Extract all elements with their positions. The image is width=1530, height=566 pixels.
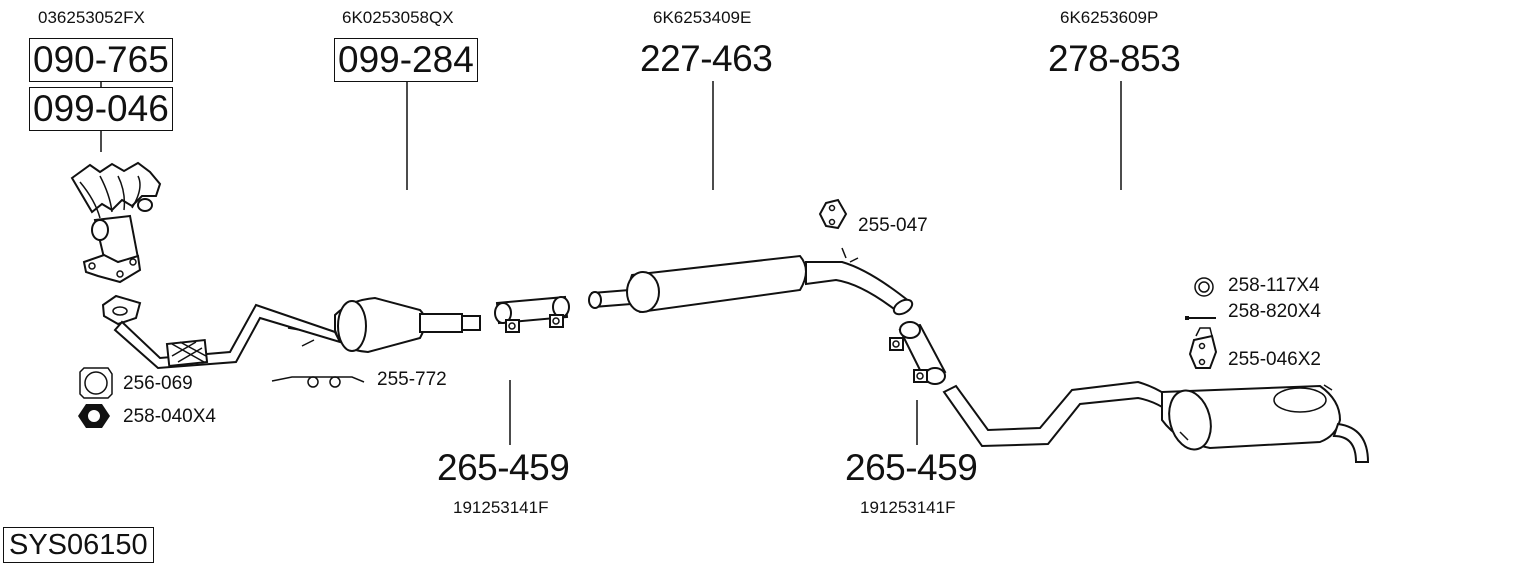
- part-number-link[interactable]: 278-853: [1048, 38, 1181, 79]
- oem-number: 191253141F: [453, 498, 549, 517]
- exhaust-manifold-icon: [70, 161, 162, 284]
- oem-number: 6K6253609P: [1060, 8, 1159, 27]
- accessory-label[interactable]: 258-040X4: [123, 406, 216, 427]
- part-number-link[interactable]: 265-459: [437, 447, 570, 488]
- pipe-clamp-icon: [494, 295, 570, 333]
- oem-number: 191253141F: [860, 498, 956, 517]
- washer-icon: [1194, 277, 1214, 297]
- oem-number: 6K0253058QX: [342, 8, 454, 27]
- gasket-icon: [79, 367, 113, 399]
- front-pipe-catalyst-icon: [101, 294, 481, 370]
- rubber-mount-icon: [818, 198, 848, 230]
- accessory-label[interactable]: 256-069: [123, 373, 193, 394]
- part-number-link[interactable]: 099-046: [29, 87, 173, 131]
- middle-silencer-icon: [588, 247, 914, 316]
- accessory-label[interactable]: 255-047: [858, 215, 928, 236]
- accessory-label[interactable]: 258-117X4: [1228, 275, 1320, 296]
- oem-number: 6K6253409E: [653, 8, 752, 27]
- hex-nut-icon: [78, 404, 110, 428]
- rubber-mount-icon: [1188, 327, 1218, 369]
- part-number-link[interactable]: 265-459: [845, 447, 978, 488]
- part-number-link[interactable]: 227-463: [640, 38, 773, 79]
- pipe-clamp-icon: [889, 321, 947, 385]
- part-number-link[interactable]: 099-284: [334, 38, 478, 82]
- accessory-label[interactable]: 258-820X4: [1228, 301, 1321, 322]
- oem-number: 036253052FX: [38, 8, 145, 27]
- system-code-label: SYS06150: [3, 527, 154, 563]
- bracket-icon: [271, 376, 365, 388]
- rear-silencer-icon: [942, 380, 1370, 463]
- bolt-icon: [1185, 316, 1216, 320]
- part-number-link[interactable]: 090-765: [29, 38, 173, 82]
- accessory-label[interactable]: 255-046X2: [1228, 349, 1321, 370]
- accessory-label[interactable]: 255-772: [377, 369, 447, 390]
